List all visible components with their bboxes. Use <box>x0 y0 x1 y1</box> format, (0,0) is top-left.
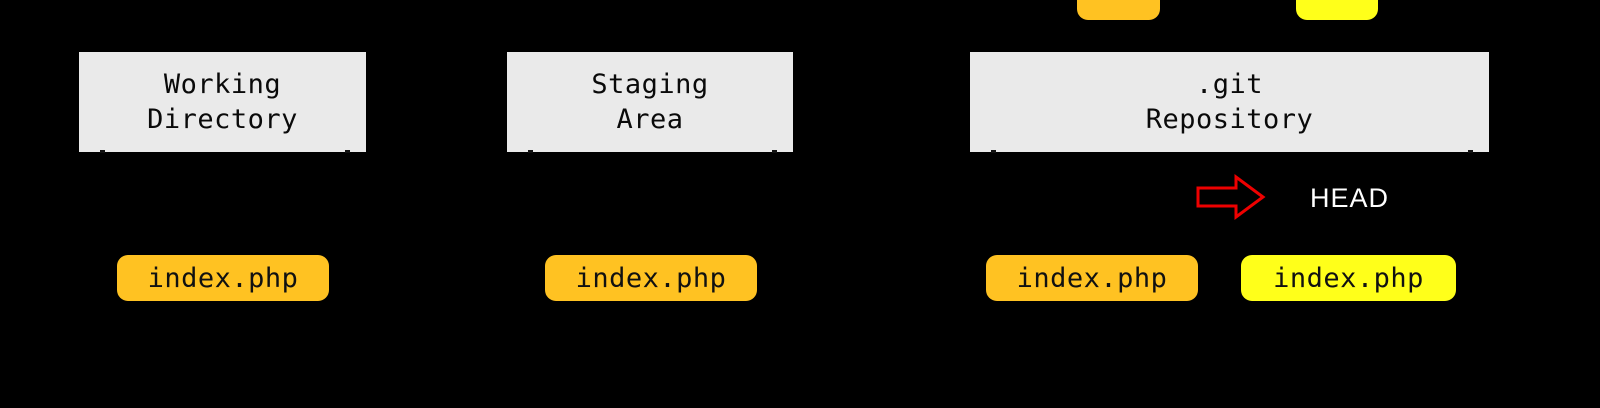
zone-git-repository-tick-left <box>991 150 996 153</box>
zone-git-repository-line2: Repository <box>1145 104 1314 135</box>
file-pill-staging-area: index.php <box>545 255 757 301</box>
zone-staging-area-tick-right <box>772 150 777 153</box>
zone-working-directory-tick-right <box>345 150 350 153</box>
zone-staging-area-line2: Area <box>616 104 684 135</box>
head-label: HEAD <box>1310 183 1390 213</box>
zone-git-repository-tick-right <box>1468 150 1473 153</box>
zone-staging-area-tick-left <box>528 150 533 153</box>
zone-staging-area-line1: Staging <box>591 69 709 100</box>
file-pill-git-repository: index.php <box>986 255 1198 301</box>
zone-working-directory-line1: Working <box>163 69 282 100</box>
zone-staging-area: Staging Area <box>507 52 793 152</box>
ref-pill-orange <box>1077 0 1160 20</box>
zone-git-repository: .git Repository <box>970 52 1489 152</box>
ref-pill-yellow <box>1296 0 1378 20</box>
zone-working-directory: Working Directory <box>79 52 366 152</box>
arrow-right-icon <box>1196 174 1266 220</box>
file-pill-working-directory: index.php <box>117 255 329 301</box>
zone-working-directory-tick-left <box>100 150 105 153</box>
zone-working-directory-line2: Directory <box>147 104 298 135</box>
zone-git-repository-line1: .git <box>1195 69 1264 100</box>
file-pill-head: index.php <box>1241 255 1456 301</box>
